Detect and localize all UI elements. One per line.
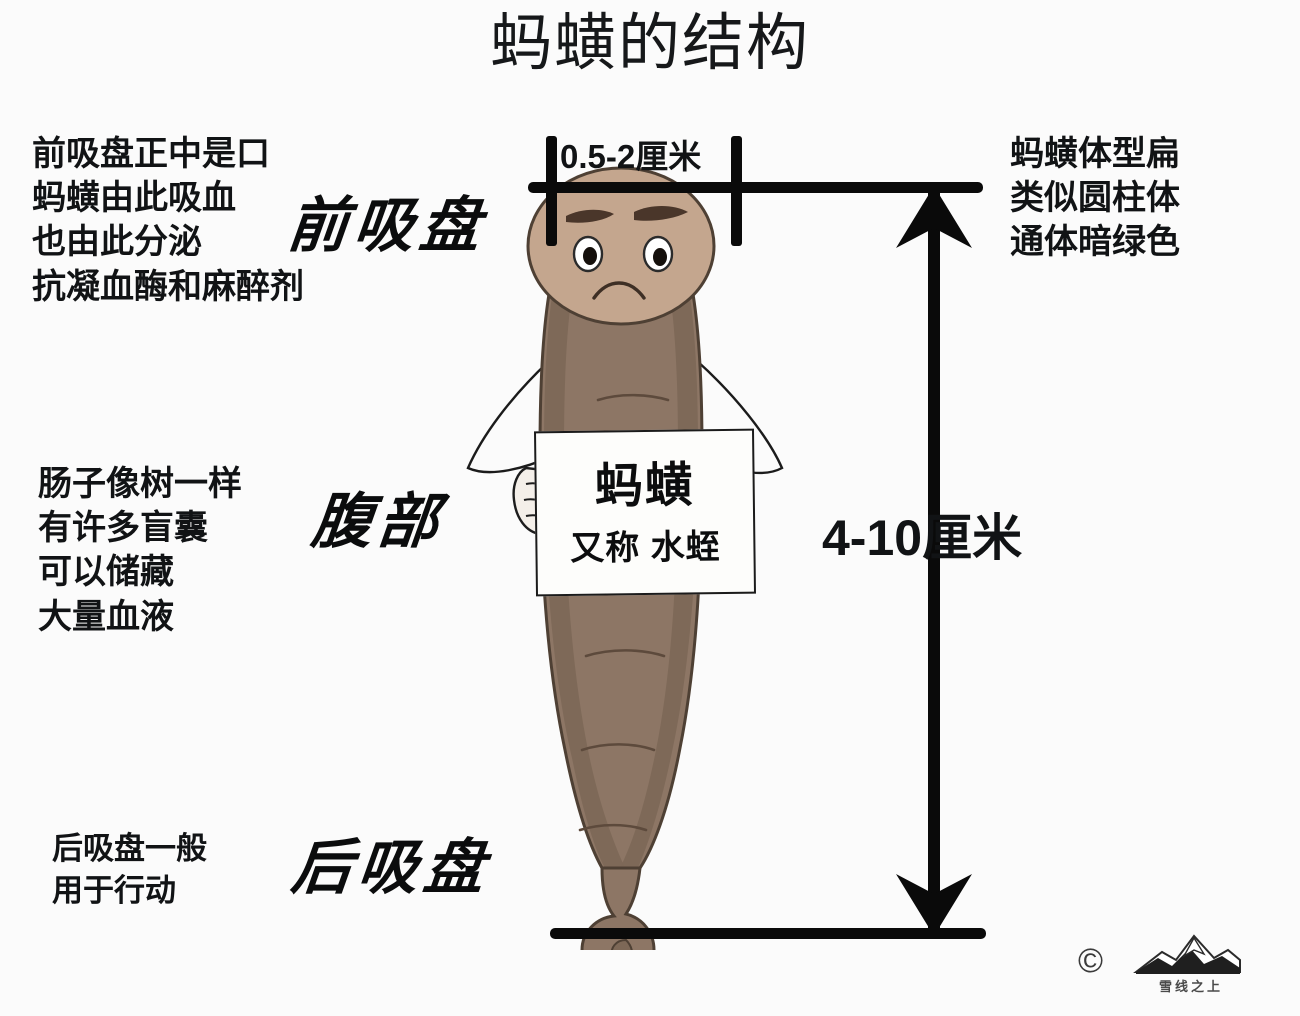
length-double-arrow — [896, 186, 972, 936]
width-measurement-label: 0.5-2厘米 — [560, 138, 702, 175]
label-front-sucker: 前吸盘 — [284, 191, 490, 261]
mountain-logo-icon — [1133, 934, 1241, 974]
watermark: © 雪线之上 — [1078, 928, 1278, 1002]
left-eyebrow — [566, 209, 614, 223]
arrow-head-down — [896, 874, 972, 936]
mouth — [592, 281, 646, 300]
held-sign: 蚂蟥 又称 水蛭 — [534, 428, 756, 597]
right-pupil — [653, 248, 667, 266]
page-title: 蚂蟥的结构 — [489, 9, 810, 78]
copyright-icon: © — [1078, 942, 1104, 980]
annotation-rear-sucker-description: 后吸盘一般 用于行动 — [52, 831, 207, 908]
right-eyebrow — [634, 206, 688, 221]
annotation-body-shape-description: 蚂蟥体型扁 类似圆柱体 通体暗绿色 — [1010, 135, 1180, 262]
body-shading — [544, 228, 698, 868]
sign-sub-text: 又称 水蛭 — [569, 528, 721, 568]
sign-main-text: 蚂蟥 — [594, 459, 696, 514]
watermark-brand-text: 雪线之上 — [1158, 979, 1223, 994]
label-rear-sucker: 后吸盘 — [288, 833, 494, 903]
rear-sucker-spiral — [610, 938, 633, 950]
top-measure-line — [528, 182, 983, 193]
bottom-measure-line — [550, 928, 986, 939]
arrow-shaft — [928, 190, 940, 932]
annotation-front-sucker-description: 前吸盘正中是口 蚂蟥由此吸血 也由此分泌 抗凝血酶和麻醉剂 — [32, 135, 304, 306]
length-measurement-label: 4-10厘米 — [822, 510, 1023, 566]
label-belly: 腹部 — [308, 487, 448, 557]
left-pupil — [583, 247, 597, 265]
arrow-head-up — [896, 186, 972, 248]
annotation-gut-description: 肠子像树一样 有许多盲囊 可以储藏 大量血液 — [38, 465, 242, 636]
left-arm — [466, 361, 553, 474]
